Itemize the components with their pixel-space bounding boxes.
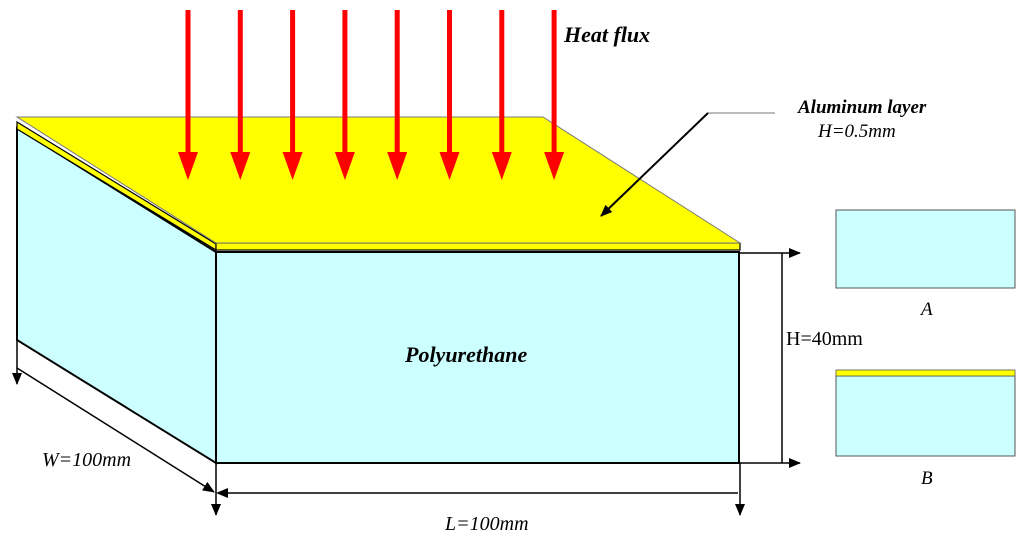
aluminum-layer-label: Aluminum layer [797, 97, 927, 118]
cross-section-a-label: A [919, 299, 933, 320]
heat-flux-arrow [334, 10, 355, 180]
cross-section-b-aluminum [835, 369, 1016, 377]
height-dimension [740, 248, 801, 468]
heat-flux-arrow [230, 10, 251, 180]
aluminum-thickness-label: H=0.5mm [817, 121, 896, 142]
cross-section-b-label: B [921, 468, 933, 489]
heat-flux-arrow [282, 10, 303, 180]
height-label: H=40mm [786, 328, 863, 350]
polyurethane-label: Polyurethane [404, 342, 527, 367]
length-label: L=100mm [444, 513, 529, 535]
heat-flux-arrow [491, 10, 512, 180]
length-dimension [216, 463, 745, 516]
aluminum-layer-front-edge [215, 242, 741, 251]
heat-flux-arrows [178, 10, 565, 180]
width-dimension [12, 340, 221, 516]
heat-flux-arrow [544, 10, 565, 180]
cross-section-b [835, 375, 1016, 457]
aluminum-callout-arrow [600, 112, 709, 217]
aluminum-layer-top-surface [15, 116, 742, 244]
width-label: W=100mm [42, 449, 131, 471]
cross-section-a [835, 209, 1016, 289]
heat-flux-arrow [439, 10, 460, 180]
heat-flux-arrow [178, 10, 198, 180]
heat-flux-label: Heat flux [563, 22, 650, 47]
block-front-face [215, 251, 740, 464]
heat-flux-arrow [387, 10, 408, 180]
